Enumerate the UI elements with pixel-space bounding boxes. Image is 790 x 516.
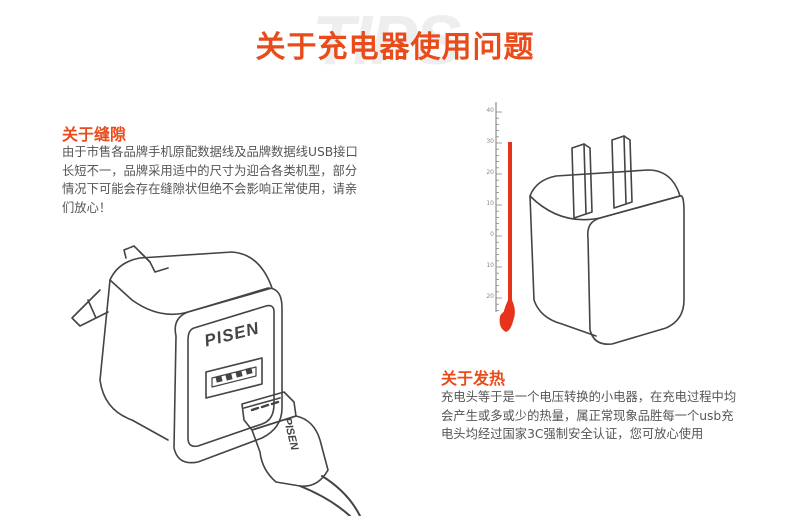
heat-description: 充电头等于是一个电压转换的小电器，在充电过程中均 会产生或多或少的热量，属正常现… — [441, 388, 771, 444]
page-title: 关于充电器使用问题 — [255, 30, 535, 65]
thermometer-tick-label: 20 — [486, 169, 494, 176]
thermometer-tick-label: 40 — [486, 107, 494, 114]
thermometer-level — [502, 142, 515, 330]
thermometer-tick-label: 30 — [486, 138, 494, 145]
thermometer-tick-label: 10 — [486, 200, 494, 207]
heat-line: 充电头等于是一个电压转换的小电器，在充电过程中均 — [441, 390, 737, 404]
gap-description: 由于市售各品牌手机原配数据线及品牌数据线USB接口 长短不一，品牌采用适中的尺寸… — [62, 143, 402, 217]
gap-heading: 关于缝隙 — [62, 125, 127, 144]
gap-line: 情况下可能会存在缝隙状但绝不会影响正常使用，请亲 — [62, 182, 358, 196]
gap-line: 长短不一，品牌采用适中的尺寸为迎合各类机型，部分 — [62, 163, 358, 178]
gap-line: 们放心！ — [62, 200, 112, 215]
heat-line: 会产生或多或少的热量，属正常现象品胜每一个usb充 — [441, 408, 734, 423]
tips-watermark: TIPS — [312, 1, 462, 79]
heat-line: 电头均经过国家3C强制安全认证，您可放心使用 — [441, 427, 704, 441]
gap-line: 由于市售各品牌手机原配数据线及品牌数据线USB接口 — [62, 145, 358, 159]
thermometer-tick-label: 0 — [490, 231, 494, 238]
thermometer-tick-label: 10 — [486, 262, 494, 269]
heat-heading: 关于发热 — [441, 369, 506, 388]
thermometer-tick-label: 20 — [486, 293, 494, 300]
